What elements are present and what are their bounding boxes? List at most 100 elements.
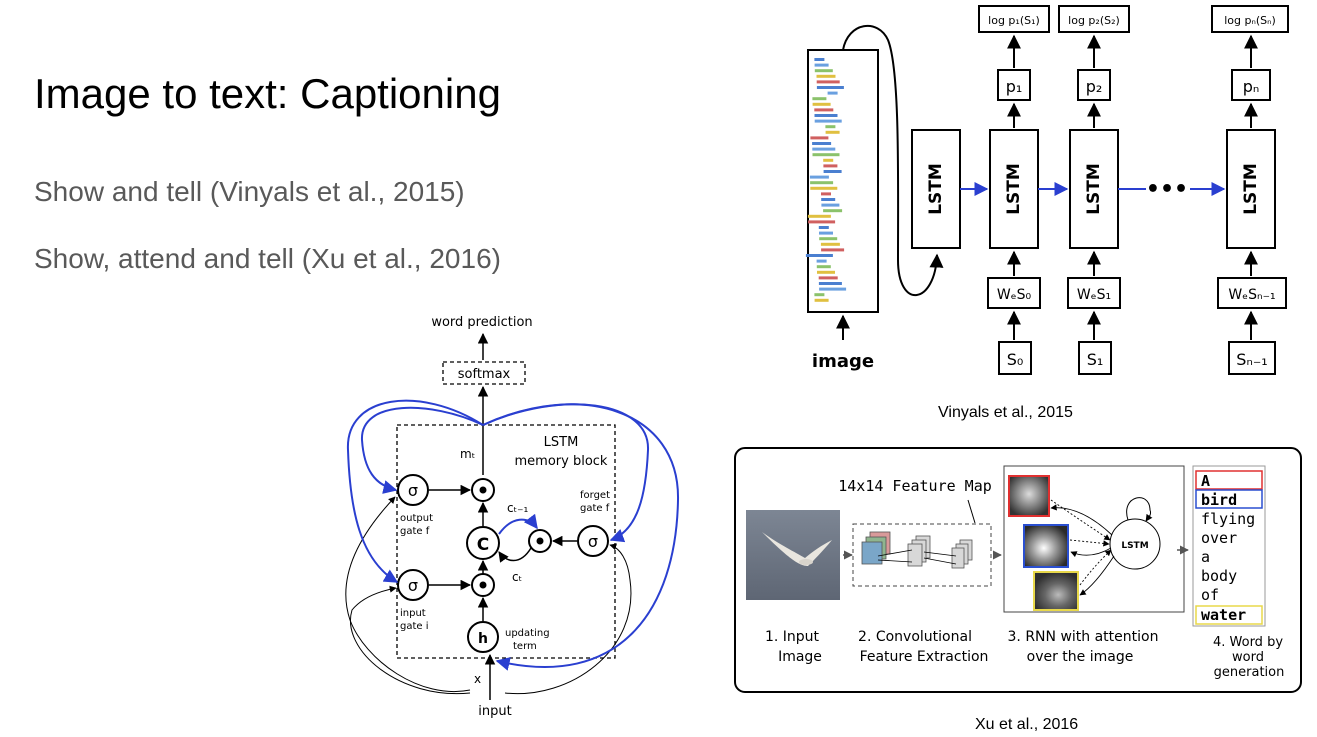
lstm-cell-n [1226, 129, 1276, 249]
cnn-layer [810, 186, 838, 190]
sigma-symbol: σ [408, 481, 418, 500]
softmax-box [442, 361, 526, 385]
c-t-label: cₜ [512, 570, 522, 584]
prob-box-1 [997, 69, 1031, 101]
cnn-layer [807, 214, 831, 218]
bullet-show-attend-and-tell: Show, attend and tell (Xu et al., 2016) [34, 243, 501, 274]
caption-vinyals: Vinyals et al., 2015 [938, 404, 1073, 421]
block-title-lstm: LSTM [544, 435, 579, 450]
cnn-layer [809, 175, 829, 179]
cell-node [466, 526, 500, 560]
cnn-layer [819, 287, 847, 291]
step-3-label: 3. RNN with attention [1008, 629, 1159, 645]
h-symbol: h [478, 631, 488, 647]
generated-word: flying [1201, 510, 1255, 528]
cnn-layer [814, 293, 825, 297]
word-label: S₀ [1007, 350, 1024, 369]
cnn-layer [816, 265, 831, 269]
attention-lstm-node [1109, 518, 1161, 570]
cnn-layer [816, 86, 844, 89]
word-highlight-blue [1195, 489, 1263, 509]
cell-symbol: C [477, 535, 489, 555]
word-box-2 [1078, 341, 1112, 375]
cnn-layer [821, 203, 840, 207]
input-gate-node [397, 569, 429, 601]
step-1-label: 1. Input [765, 629, 820, 645]
show-attend-tell-diagram: 14x14 Feature Map LSTM [734, 447, 1302, 693]
cnn-layer [823, 164, 838, 168]
cnn-layer [821, 198, 836, 201]
log-prob-box-n [1211, 5, 1289, 33]
word-label: Sₙ₋₁ [1236, 350, 1267, 369]
cnn-layer [818, 226, 829, 229]
cnn-layer [814, 114, 838, 117]
cnn-layer [810, 136, 829, 140]
cnn-layer [819, 231, 833, 235]
forget-gate-label: forget [580, 490, 610, 501]
updating-term-label: updating [505, 628, 550, 639]
cnn-layer [814, 298, 829, 302]
attention-map-blue [1023, 524, 1069, 568]
word-prediction-label: word prediction [431, 315, 532, 330]
input-image-bird [746, 510, 840, 600]
updating-term-node [467, 621, 499, 653]
lstm-cell-2 [1069, 129, 1119, 249]
cnn-layer [823, 209, 843, 213]
cnn-layer [812, 153, 840, 157]
cnn-layer [814, 63, 829, 67]
step-2-label: 2. Convolutional [858, 629, 972, 645]
cnn-layer [816, 259, 827, 263]
softmax-label: softmax [458, 367, 511, 382]
cnn-stack-graphic [805, 58, 847, 302]
step-2-sub: Feature Extraction [860, 649, 989, 665]
log-prob-label: log pₙ(Sₙ) [1224, 14, 1276, 27]
block-title-memory: memory block [515, 454, 608, 469]
log-prob-box-2 [1058, 5, 1130, 33]
lstm-memory-block-diagram: word prediction softmax LSTM memory bloc… [345, 315, 680, 719]
attention-lstm-label: LSTM [1121, 541, 1148, 551]
prob-label: p₁ [1006, 77, 1023, 96]
log-prob-box-1 [978, 5, 1050, 33]
bullet-show-and-tell: Show and tell (Vinyals et al., 2015) [34, 176, 465, 207]
feature-extraction-box [852, 523, 992, 587]
x-label: x [474, 672, 481, 686]
log-prob-label: log p₂(S₂) [1068, 14, 1120, 27]
sigma-symbol: σ [588, 532, 598, 551]
input-gate-sub: gate i [400, 621, 429, 632]
word-label: S₁ [1087, 350, 1104, 369]
cnn-layer [827, 91, 838, 95]
prob-box-2 [1077, 69, 1111, 101]
forget-gate-node [577, 525, 609, 557]
output-gate-sub: gate f [400, 526, 430, 537]
prob-label: p₂ [1086, 77, 1103, 96]
step-4-sub: word [1232, 650, 1264, 665]
cnn-layer [816, 74, 836, 78]
word-highlight-red [1195, 470, 1263, 490]
c-prev-label: cₜ₋₁ [507, 501, 528, 515]
generated-word: body [1201, 567, 1237, 585]
cnn-layer [814, 69, 833, 73]
show-and-tell-diagram: image LSTM LSTM LSTM ••• LSTM log p₁(S₁)… [805, 5, 1289, 375]
cnn-layer [817, 270, 835, 274]
cnn-layer [819, 237, 838, 241]
cnn-layer [812, 102, 831, 106]
updating-term-sub: term [513, 641, 537, 652]
cnn-layer [810, 181, 834, 185]
input-gate-label: input [400, 608, 426, 619]
cnn-layer [805, 254, 833, 257]
lstm-label: LSTM [926, 163, 946, 215]
embed-label: WₑS₁ [1077, 287, 1111, 303]
lstm-label: LSTM [1004, 163, 1024, 215]
cnn-layer [823, 158, 834, 162]
generated-word: bird [1201, 491, 1237, 509]
cnn-layer [812, 147, 836, 151]
slide-title: Image to text: Captioning [34, 70, 501, 117]
word-box-1 [998, 341, 1032, 375]
generated-word: of [1201, 586, 1219, 604]
m-t-label: mₜ [460, 447, 475, 461]
generated-word: A [1201, 472, 1210, 490]
step-1-sub: Image [778, 649, 822, 665]
embed-label: WₑSₙ₋₁ [1228, 287, 1275, 303]
feature-map-label: 14x14 Feature Map [838, 477, 992, 495]
